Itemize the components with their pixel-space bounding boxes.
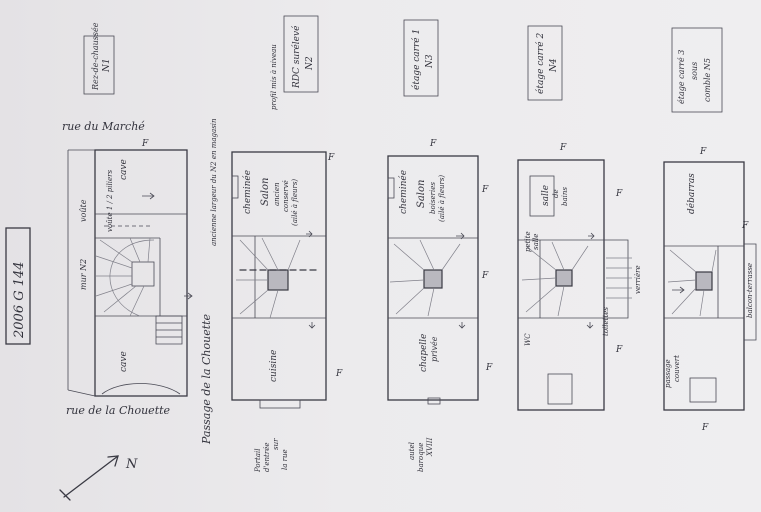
level-4-window-1: F (559, 143, 567, 153)
svg-text:(ailé à fleurs): (ailé à fleurs) (438, 175, 446, 222)
svg-text:WC: WC (524, 333, 532, 346)
level-4-plan: salle de bains petite salle WC toilettes… (517, 143, 642, 411)
level-3-salon: Salon (416, 180, 427, 208)
level-2-cheminee: cheminée (242, 170, 253, 214)
svg-text:XVIII: XVIII (426, 437, 434, 457)
svg-text:petite: petite (524, 231, 532, 252)
level-2-cuisine: cuisine (269, 350, 279, 382)
level-5-window-2: F (741, 221, 749, 231)
street-label-passage: Passage de la Chouette (200, 313, 213, 445)
street-label-rue-de-la-chouette: rue de la Chouette (66, 404, 171, 417)
level-2-window-1: F (327, 153, 335, 163)
svg-text:couvert: couvert (673, 355, 681, 382)
level-2-title-box: RDC surélevé N2 profil mis à niveau (270, 15, 319, 110)
level-4-window-3: F (615, 345, 623, 355)
level-5-debarras: débarras (686, 173, 697, 214)
svg-text:sur: sur (272, 438, 280, 450)
ground-wall-note: mur N2 (79, 259, 88, 290)
ground-floor-plan: cave cave voûte 1 / 2 piliers mur N2 voû… (67, 139, 193, 397)
svg-text:passage: passage (664, 359, 672, 388)
level-3-window-2: F (481, 185, 489, 195)
compass-arrow: N (59, 455, 138, 501)
svg-text:autel: autel (408, 442, 416, 460)
level-5-plan: débarras balcon-terrasse passage couvert… (663, 147, 757, 433)
svg-text:boiseries: boiseries (429, 182, 437, 214)
svg-text:Portail: Portail (254, 449, 262, 473)
svg-text:N3: N3 (425, 54, 435, 69)
level-4-title-box: étage carré 2 N4 (527, 25, 563, 101)
street-label-rue-du-marche: rue du Marché (62, 120, 145, 133)
svg-text:ancien: ancien (273, 182, 281, 206)
level-3-cheminee: cheminée (398, 170, 409, 214)
level-5-window-3: F (701, 423, 709, 433)
svg-text:d'entrée: d'entrée (263, 442, 271, 472)
level-2-window-2: F (335, 369, 343, 379)
level-4-toilettes: toilettes (602, 307, 610, 336)
svg-text:N4: N4 (549, 58, 559, 73)
level-5-title-box: étage carré 3 sous comble N5 (671, 27, 723, 113)
level-4-salle: salle (541, 185, 551, 206)
svg-text:baroque: baroque (417, 443, 425, 472)
level-5-balcon: balcon-terrasse (746, 263, 754, 318)
level-3-chapelle: chapelle (419, 334, 429, 372)
ground-pillar-note: voûte 1 / 2 piliers (106, 170, 114, 232)
level-5-window-1: F (699, 147, 707, 157)
reference-number: 2006 G 144 (12, 261, 27, 339)
level-2-magasin-note: ancienne largeur du N2 en magasin (210, 118, 218, 246)
svg-text:salle: salle (532, 234, 540, 250)
ground-cave-top: cave (119, 159, 129, 180)
level-2-plan: cheminée Salon ancien conservé (ailé à f… (231, 151, 343, 473)
svg-text:bains: bains (561, 187, 569, 206)
level-3-window-1: F (429, 139, 437, 149)
svg-text:la rue: la rue (281, 449, 289, 470)
svg-text:privée: privée (430, 336, 439, 362)
ground-floor-title-box: Rez-de-chaussée N1 (83, 22, 115, 95)
svg-text:étage carré 3: étage carré 3 (677, 50, 686, 104)
level-4-window-2: F (615, 189, 623, 199)
level-3-title-box: étage carré 1 N3 (403, 19, 439, 97)
svg-text:sous: sous (690, 62, 699, 80)
svg-text:RDC surélevé: RDC surélevé (291, 25, 302, 89)
ground-window-mark: F (141, 139, 149, 149)
ground-vault-note: voûte (79, 199, 88, 222)
svg-text:(ailé à fleurs): (ailé à fleurs) (291, 179, 299, 226)
compass-north-label: N (125, 457, 138, 472)
level-3-window-4: F (485, 363, 493, 373)
level-3-plan: cheminée Salon boiseries (ailé à fleurs)… (387, 139, 493, 472)
svg-text:profil mis à niveau: profil mis à niveau (270, 44, 278, 110)
level-4-verriere: verrière (634, 265, 642, 294)
svg-text:N2: N2 (305, 56, 315, 71)
svg-text:étage carré 2: étage carré 2 (535, 33, 546, 94)
svg-text:de: de (552, 189, 560, 198)
level-3-window-3: F (481, 271, 489, 281)
svg-text:conservé: conservé (282, 180, 290, 212)
svg-text:étage carré 1: étage carré 1 (411, 29, 422, 90)
ground-cave-bottom: cave (119, 351, 129, 372)
level-2-salon: Salon (260, 178, 271, 206)
svg-text:Rez-de-chaussée: Rez-de-chaussée (91, 22, 100, 91)
reference-box: 2006 G 144 (5, 227, 31, 345)
svg-text:N1: N1 (102, 58, 112, 73)
svg-text:comble N5: comble N5 (703, 58, 712, 102)
